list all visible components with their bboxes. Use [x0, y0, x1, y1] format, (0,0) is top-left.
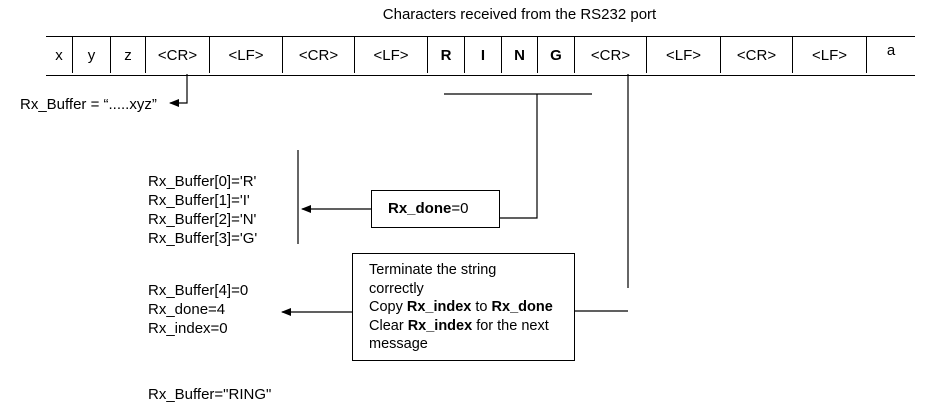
terminate-line-1: Terminate the string [369, 262, 497, 278]
terminate-line-5: message [369, 336, 428, 352]
result-label: Rx_Buffer="RING" [148, 386, 272, 403]
final-state-line-2: Rx_index=0 [148, 320, 228, 337]
char-cell: <CR> [575, 37, 647, 73]
rx-done-value: =0 [451, 200, 469, 217]
char-cell: <LF> [647, 37, 721, 73]
terminate-line-2: correctly [369, 280, 424, 297]
buffer-entry-3: Rx_Buffer[3]='G' [148, 230, 258, 247]
char-cell: <LF> [210, 37, 283, 73]
char-cell: <CR> [283, 37, 355, 73]
char-cell: I [465, 37, 502, 73]
rx-done-box: Rx_done=0 [371, 190, 500, 228]
buffer-entry-0: Rx_Buffer[0]='R' [148, 173, 257, 190]
char-cell: <CR> [721, 37, 793, 73]
char-cell: <LF> [355, 37, 428, 73]
rx-done-name: Rx_done [388, 200, 452, 217]
buffer-contents: Rx_Buffer[0]='R' Rx_Buffer[1]='I' Rx_Buf… [148, 172, 257, 248]
char-cell: z [111, 37, 146, 73]
char-cell: y [73, 37, 111, 73]
ring-connector [500, 94, 538, 219]
diagram-title: Characters received from the RS232 port [382, 6, 657, 23]
buffer-entry-1: Rx_Buffer[1]='I' [148, 192, 250, 209]
char-cell: N [502, 37, 538, 73]
char-cell: R [428, 37, 465, 73]
rx-buffer-initial: Rx_Buffer = “.....xyz” [20, 96, 157, 113]
final-state: Rx_Buffer[4]=0 Rx_done=4 Rx_index=0 [148, 281, 248, 338]
terminate-box: Terminate the string correctly Copy Rx_i… [352, 253, 575, 361]
char-cell: x [46, 37, 73, 73]
arrow-initial-buffer [169, 74, 188, 107]
char-cell: <LF> [793, 37, 867, 73]
char-cell: G [538, 37, 575, 73]
terminate-line-3: Copy Rx_index to Rx_done [369, 299, 553, 315]
char-cell: <CR> [146, 37, 210, 73]
char-cell: a [886, 42, 896, 59]
terminate-line-4: Clear Rx_index for the next [369, 317, 549, 334]
final-state-line-0: Rx_Buffer[4]=0 [148, 282, 249, 299]
final-state-line-1: Rx_done=4 [148, 301, 226, 318]
buffer-entry-2: Rx_Buffer[2]='N' [148, 211, 257, 228]
